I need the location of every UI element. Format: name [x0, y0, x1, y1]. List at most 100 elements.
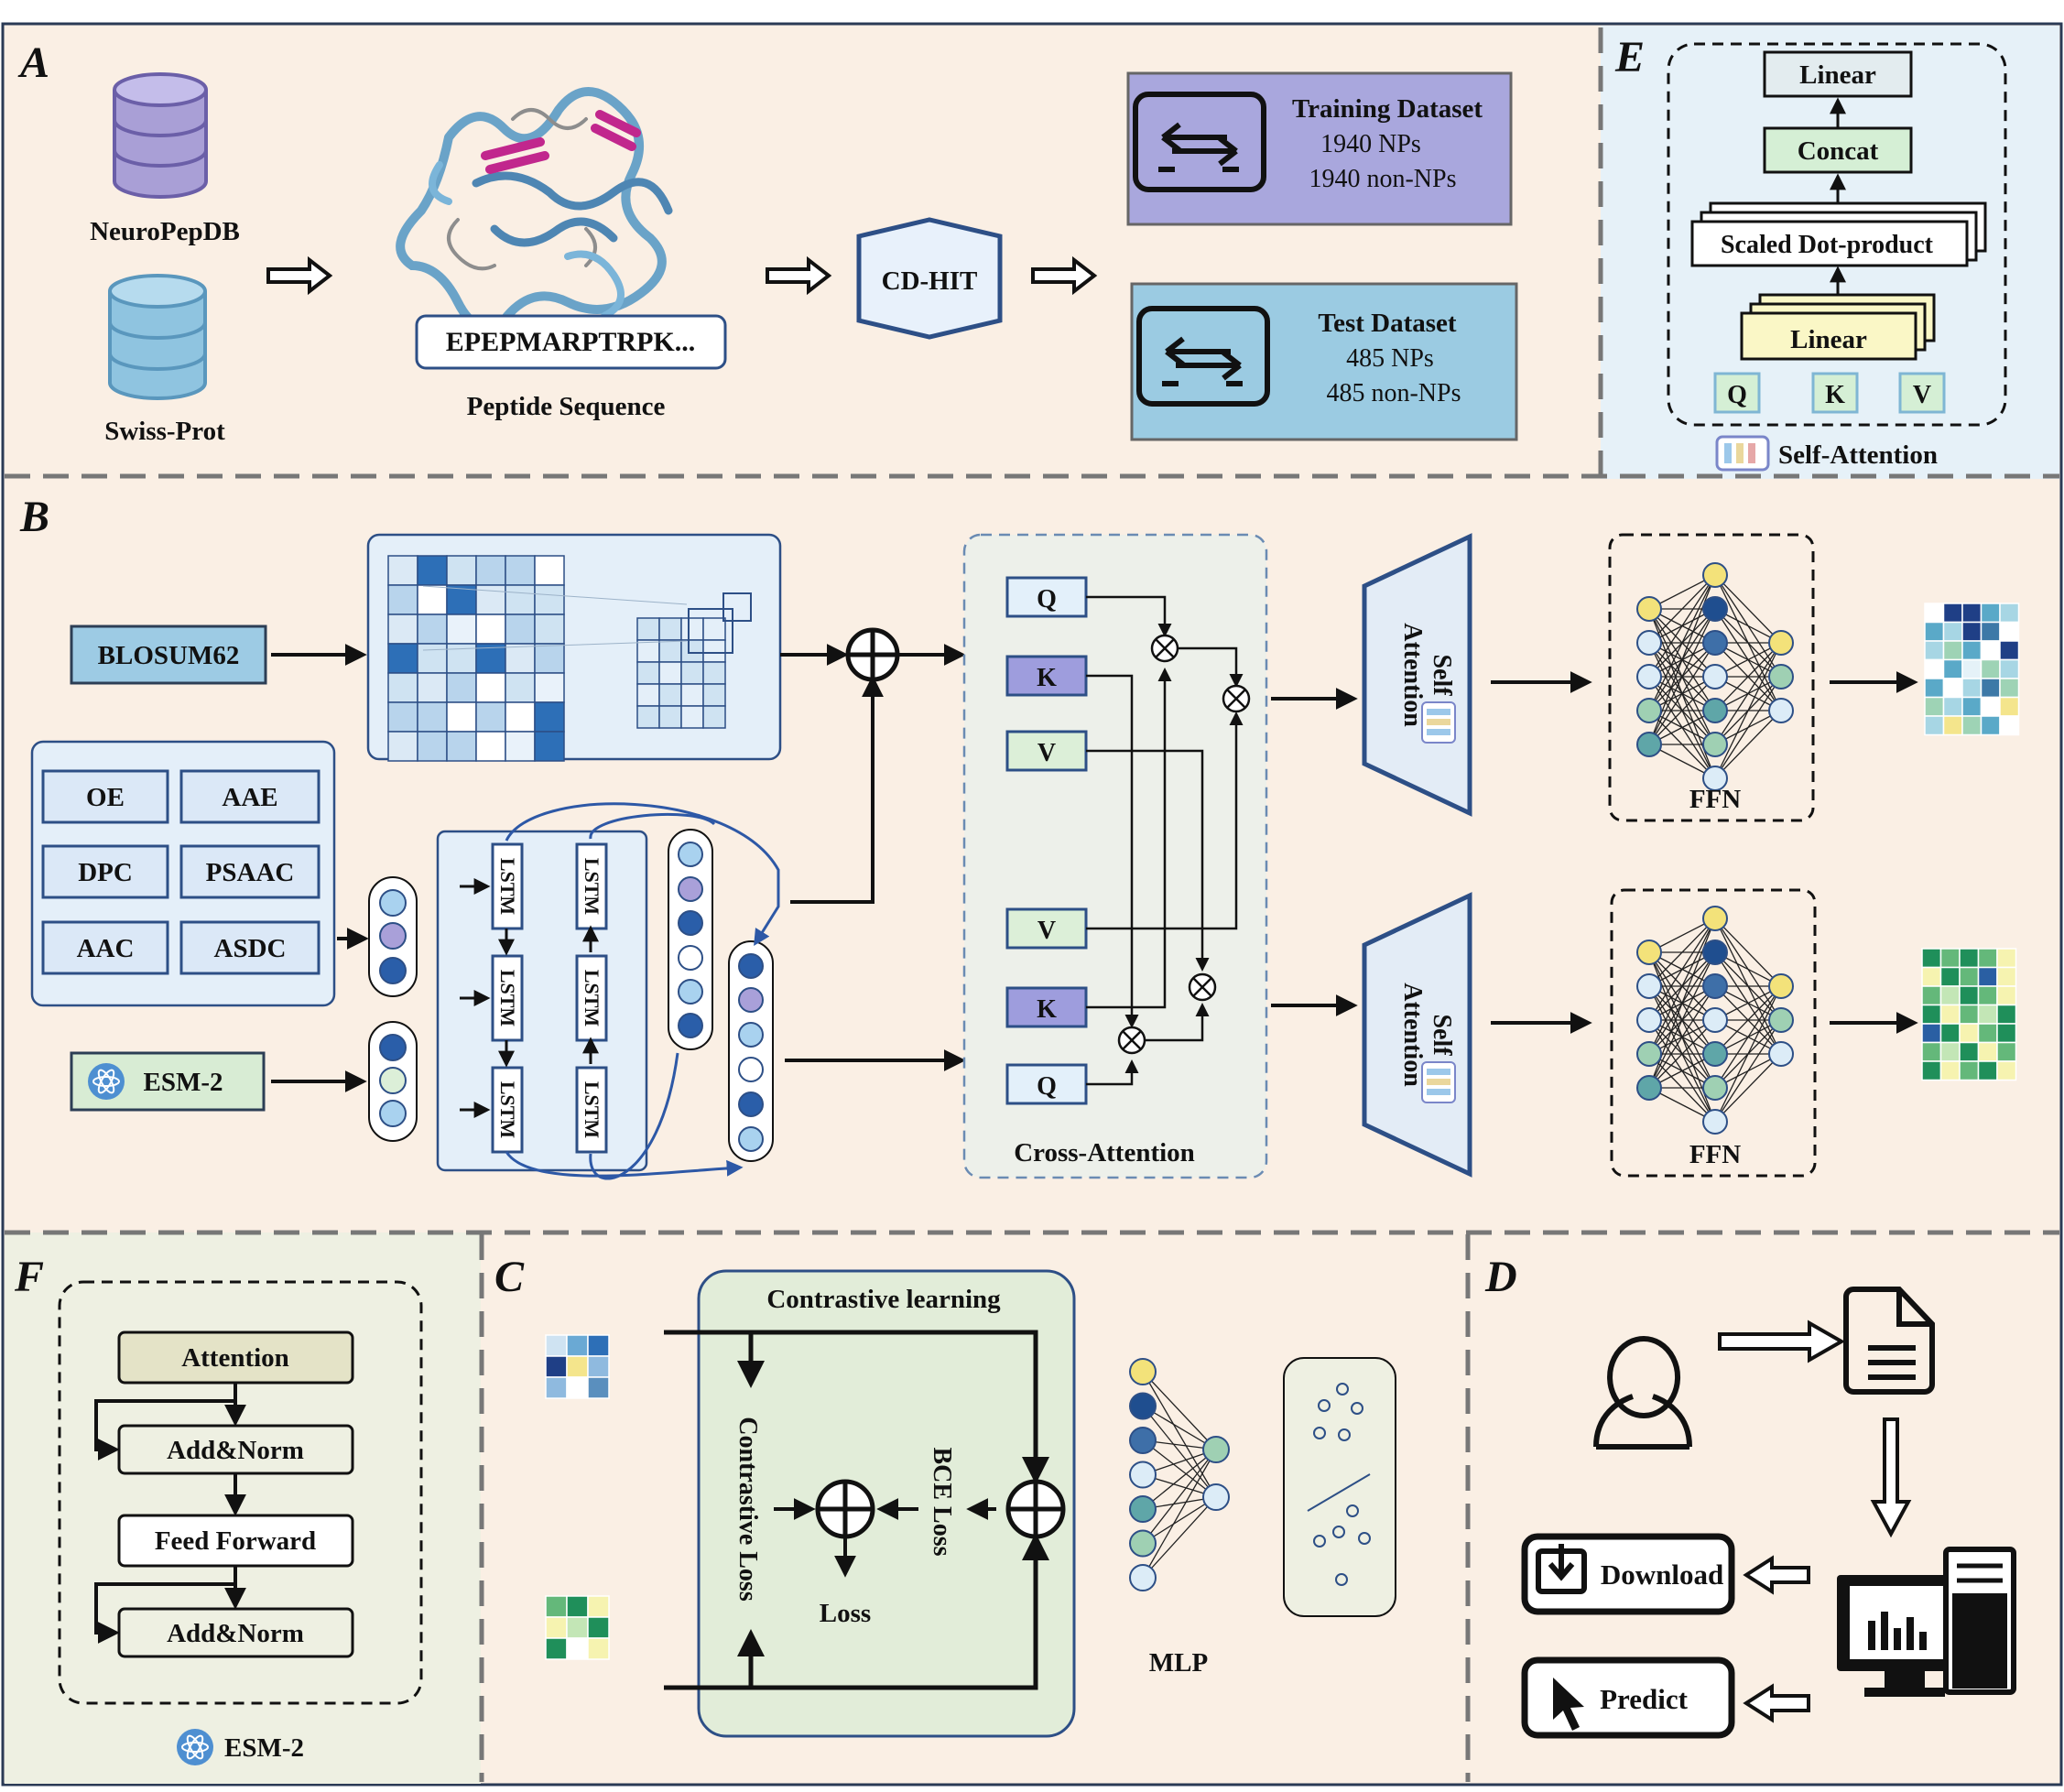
matrix-cell [1996, 985, 2017, 1006]
matrix-cell [1999, 715, 2020, 736]
matrix-cell [505, 701, 536, 733]
matrix-cell [1924, 715, 1945, 736]
matrix-cell [387, 584, 418, 615]
matrix-cell [702, 683, 726, 707]
matrix-cell [475, 701, 506, 733]
lstm-label: LSTM [496, 1081, 519, 1139]
bce-loss-label: BCE Loss [928, 1447, 956, 1556]
ffn-node [1702, 596, 1728, 622]
ffn-edge [1714, 676, 1782, 779]
mlp-edge [1142, 1449, 1217, 1579]
matrix-cell [387, 672, 418, 703]
matrix-cell [1924, 603, 1945, 624]
cross-q-top: Q [1037, 585, 1057, 614]
arrow-lstm-to-plus [790, 675, 884, 904]
ffn-edge [1648, 918, 1716, 1021]
panel-label-d: D [1484, 1253, 1517, 1301]
ffn-top-network [1636, 562, 1794, 791]
matrix-cell [1977, 966, 1998, 987]
user-icon [1593, 1336, 1692, 1450]
blosum-matrix-grid [387, 555, 565, 762]
blosum-label: BLOSUM62 [98, 641, 240, 670]
contrastive-title: Contrastive learning [766, 1285, 1001, 1314]
mlp-node [1129, 1358, 1157, 1385]
matrix-cell [566, 1616, 589, 1639]
ffn-edge [1648, 918, 1716, 987]
matrix-cell [1980, 715, 2001, 736]
e-k-box [1811, 372, 1859, 414]
matrix-cell [1921, 1060, 1942, 1081]
matrix-cell [1961, 603, 1983, 624]
classification-points [1313, 1383, 1371, 1586]
matrix-cell [1996, 1004, 2017, 1025]
lstm-panel [436, 830, 648, 1172]
f-addnorm2: Add&Norm [167, 1619, 304, 1648]
matrix-cell [702, 639, 726, 663]
lstm-flow-curves [505, 802, 780, 1180]
database-icon [113, 72, 208, 199]
ffn-edge [1648, 951, 1716, 1089]
ffn-edge [1714, 574, 1782, 644]
cross-k-top: K [1037, 664, 1057, 692]
matrix-cell [1996, 1060, 2017, 1081]
ffn-node [1702, 732, 1728, 757]
matrix-cell [1959, 985, 1980, 1006]
cross-wiring [1086, 595, 1244, 1086]
ffn-node [1702, 1007, 1728, 1033]
matrix-cell [417, 731, 448, 762]
matrix-cell [587, 1376, 610, 1399]
ffn-edge [1648, 574, 1716, 644]
lstm-cell [575, 842, 608, 930]
hollow-arrow-download [1743, 1555, 1810, 1595]
matrix-cell [545, 1355, 568, 1378]
ffn-edge [1714, 1053, 1782, 1123]
mlp-network [1129, 1358, 1230, 1591]
matrix-cell [1921, 1004, 1942, 1025]
e-caption: Self-Attention [1778, 440, 1938, 470]
matrix-cell [1980, 621, 2001, 642]
matrix-cell [1924, 678, 1945, 699]
e-q: Q [1727, 381, 1747, 409]
matrix-cell [1977, 985, 1998, 1006]
db-label-neuropepdb: NeuroPepDB [90, 217, 240, 246]
matrix-cell [1939, 1041, 1961, 1062]
matrix-cell [636, 661, 660, 685]
ffn-edge [1714, 985, 1782, 1055]
ffn-edge [1648, 574, 1716, 711]
matrix-cell [417, 555, 448, 586]
matrix-cell [1924, 658, 1945, 679]
mlp-node [1129, 1495, 1157, 1523]
matrix-cell [1996, 948, 2017, 969]
matrix-cell [658, 617, 682, 641]
matrix-cell [566, 1637, 589, 1660]
panel-label-f: F [14, 1253, 44, 1301]
matrix-cell [534, 643, 565, 674]
ffn-edge [1714, 642, 1782, 711]
ffn-node [1702, 1041, 1728, 1067]
f-attention: Attention [181, 1343, 289, 1373]
e-sdp-stack [1690, 201, 1987, 267]
cdhit-hexagon [856, 217, 1003, 340]
hollow-arrows [266, 255, 1098, 296]
matrix-cell [636, 617, 660, 641]
matrix-cell [1942, 621, 1963, 642]
mlp-node [1202, 1436, 1230, 1463]
matrix-cell [1961, 696, 1983, 717]
matrix-cell [1961, 678, 1983, 699]
matrix-cell [566, 1595, 589, 1618]
download-button[interactable]: Download [1521, 1533, 1735, 1615]
cross-k-bottom: K [1037, 995, 1057, 1024]
predict-button[interactable]: Predict [1521, 1656, 1735, 1739]
ffn-node [1702, 562, 1728, 588]
ffn-edge [1714, 985, 1782, 1089]
plus-circle-icon [815, 1479, 1066, 1539]
blosum-matrix-subgrid [636, 592, 752, 729]
matrix-cell [387, 614, 418, 645]
matrix-cell [680, 683, 704, 707]
e-v: V [1913, 381, 1931, 409]
protein-structure-icon [396, 87, 673, 331]
matrix-cell [534, 555, 565, 586]
mlp-node [1202, 1483, 1230, 1511]
matrix-cell [1980, 678, 2001, 699]
matrix-cell [1996, 966, 2017, 987]
